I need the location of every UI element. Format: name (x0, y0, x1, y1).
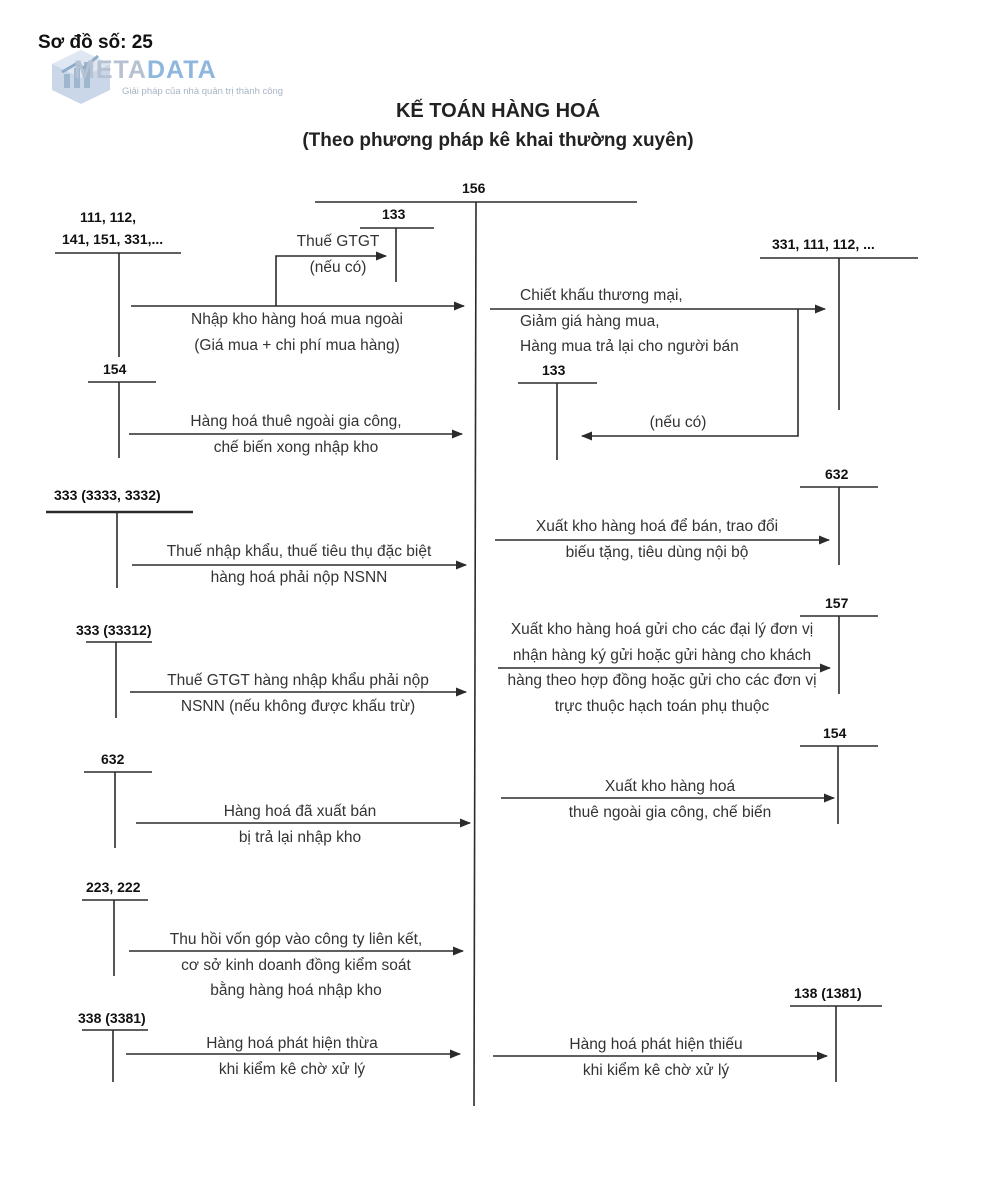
account-632-right-label: 632 (825, 466, 849, 482)
arrow-discount-vat (580, 309, 799, 441)
discount-vat-label: (nếu có) (649, 414, 707, 431)
arrow-purchase-vat (275, 251, 388, 306)
diagram-title: KẾ TOÁN HÀNG HOÁ (395, 100, 601, 122)
diagram-subtitle: (Theo phương pháp kê khai thường xuyên) (302, 130, 694, 151)
account-133-label: 133 (382, 206, 406, 222)
logo-tagline: Giải pháp của nhà quản trị thành công (122, 86, 284, 97)
recover-capital-label: Thu hồi vốn góp vào công ty liên kết,cơ … (169, 931, 423, 999)
account-331-label: 331, 111, 112, ... (772, 236, 875, 252)
account-111-label-line1: 111, 112, (80, 209, 137, 225)
diagram-number: Sơ đồ số: 25 (38, 32, 153, 53)
discount-label: Chiết khấu thương mại,Giảm giá hàng mua,… (520, 287, 739, 355)
account-154-left-label: 154 (103, 361, 127, 377)
account-111-label-line2: 141, 151, 331,... (62, 231, 164, 247)
purchase-label: Nhập kho hàng hoá mua ngoài(Giá mua + ch… (191, 311, 403, 354)
account-133-right-label: 133 (542, 362, 566, 378)
account-154-right-label: 154 (823, 725, 847, 741)
account-157-label: 157 (825, 595, 849, 611)
account-223-label: 223, 222 (86, 879, 141, 895)
account-156-label: 156 (462, 180, 486, 196)
account-3381-label: 338 (3381) (78, 1010, 146, 1026)
account-1381-label: 138 (1381) (794, 985, 862, 1001)
outsourced-in-label: Hàng hoá thuê ngoài gia công,chế biến xo… (190, 413, 402, 456)
account-3333-label: 333 (3333, 3332) (54, 487, 161, 503)
consignment-label: Xuất kho hàng hoá gửi cho các đại lý đơn… (507, 621, 817, 715)
logo-cube-icon (52, 50, 110, 104)
account-33312-label: 333 (33312) (76, 622, 152, 638)
account-632-left-label: 632 (101, 751, 125, 767)
vat-label: Thuế GTGT(nếu có) (296, 233, 380, 276)
logo-name: METADATA (74, 56, 217, 84)
main-account-vertical-line (473, 201, 477, 1107)
